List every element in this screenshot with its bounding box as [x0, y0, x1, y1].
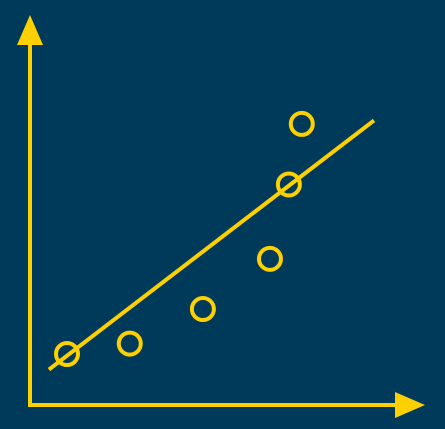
data-point — [54, 341, 80, 367]
data-points-group — [54, 110, 315, 367]
data-point — [189, 296, 216, 323]
y-axis-arrow-icon — [17, 15, 43, 45]
data-point — [275, 171, 302, 198]
data-point — [256, 245, 283, 272]
trend-line — [47, 118, 376, 372]
data-point — [288, 110, 315, 137]
axes — [17, 15, 425, 418]
x-axis-arrow-icon — [395, 392, 425, 418]
trend-line-group — [47, 118, 376, 372]
data-point — [116, 330, 143, 357]
